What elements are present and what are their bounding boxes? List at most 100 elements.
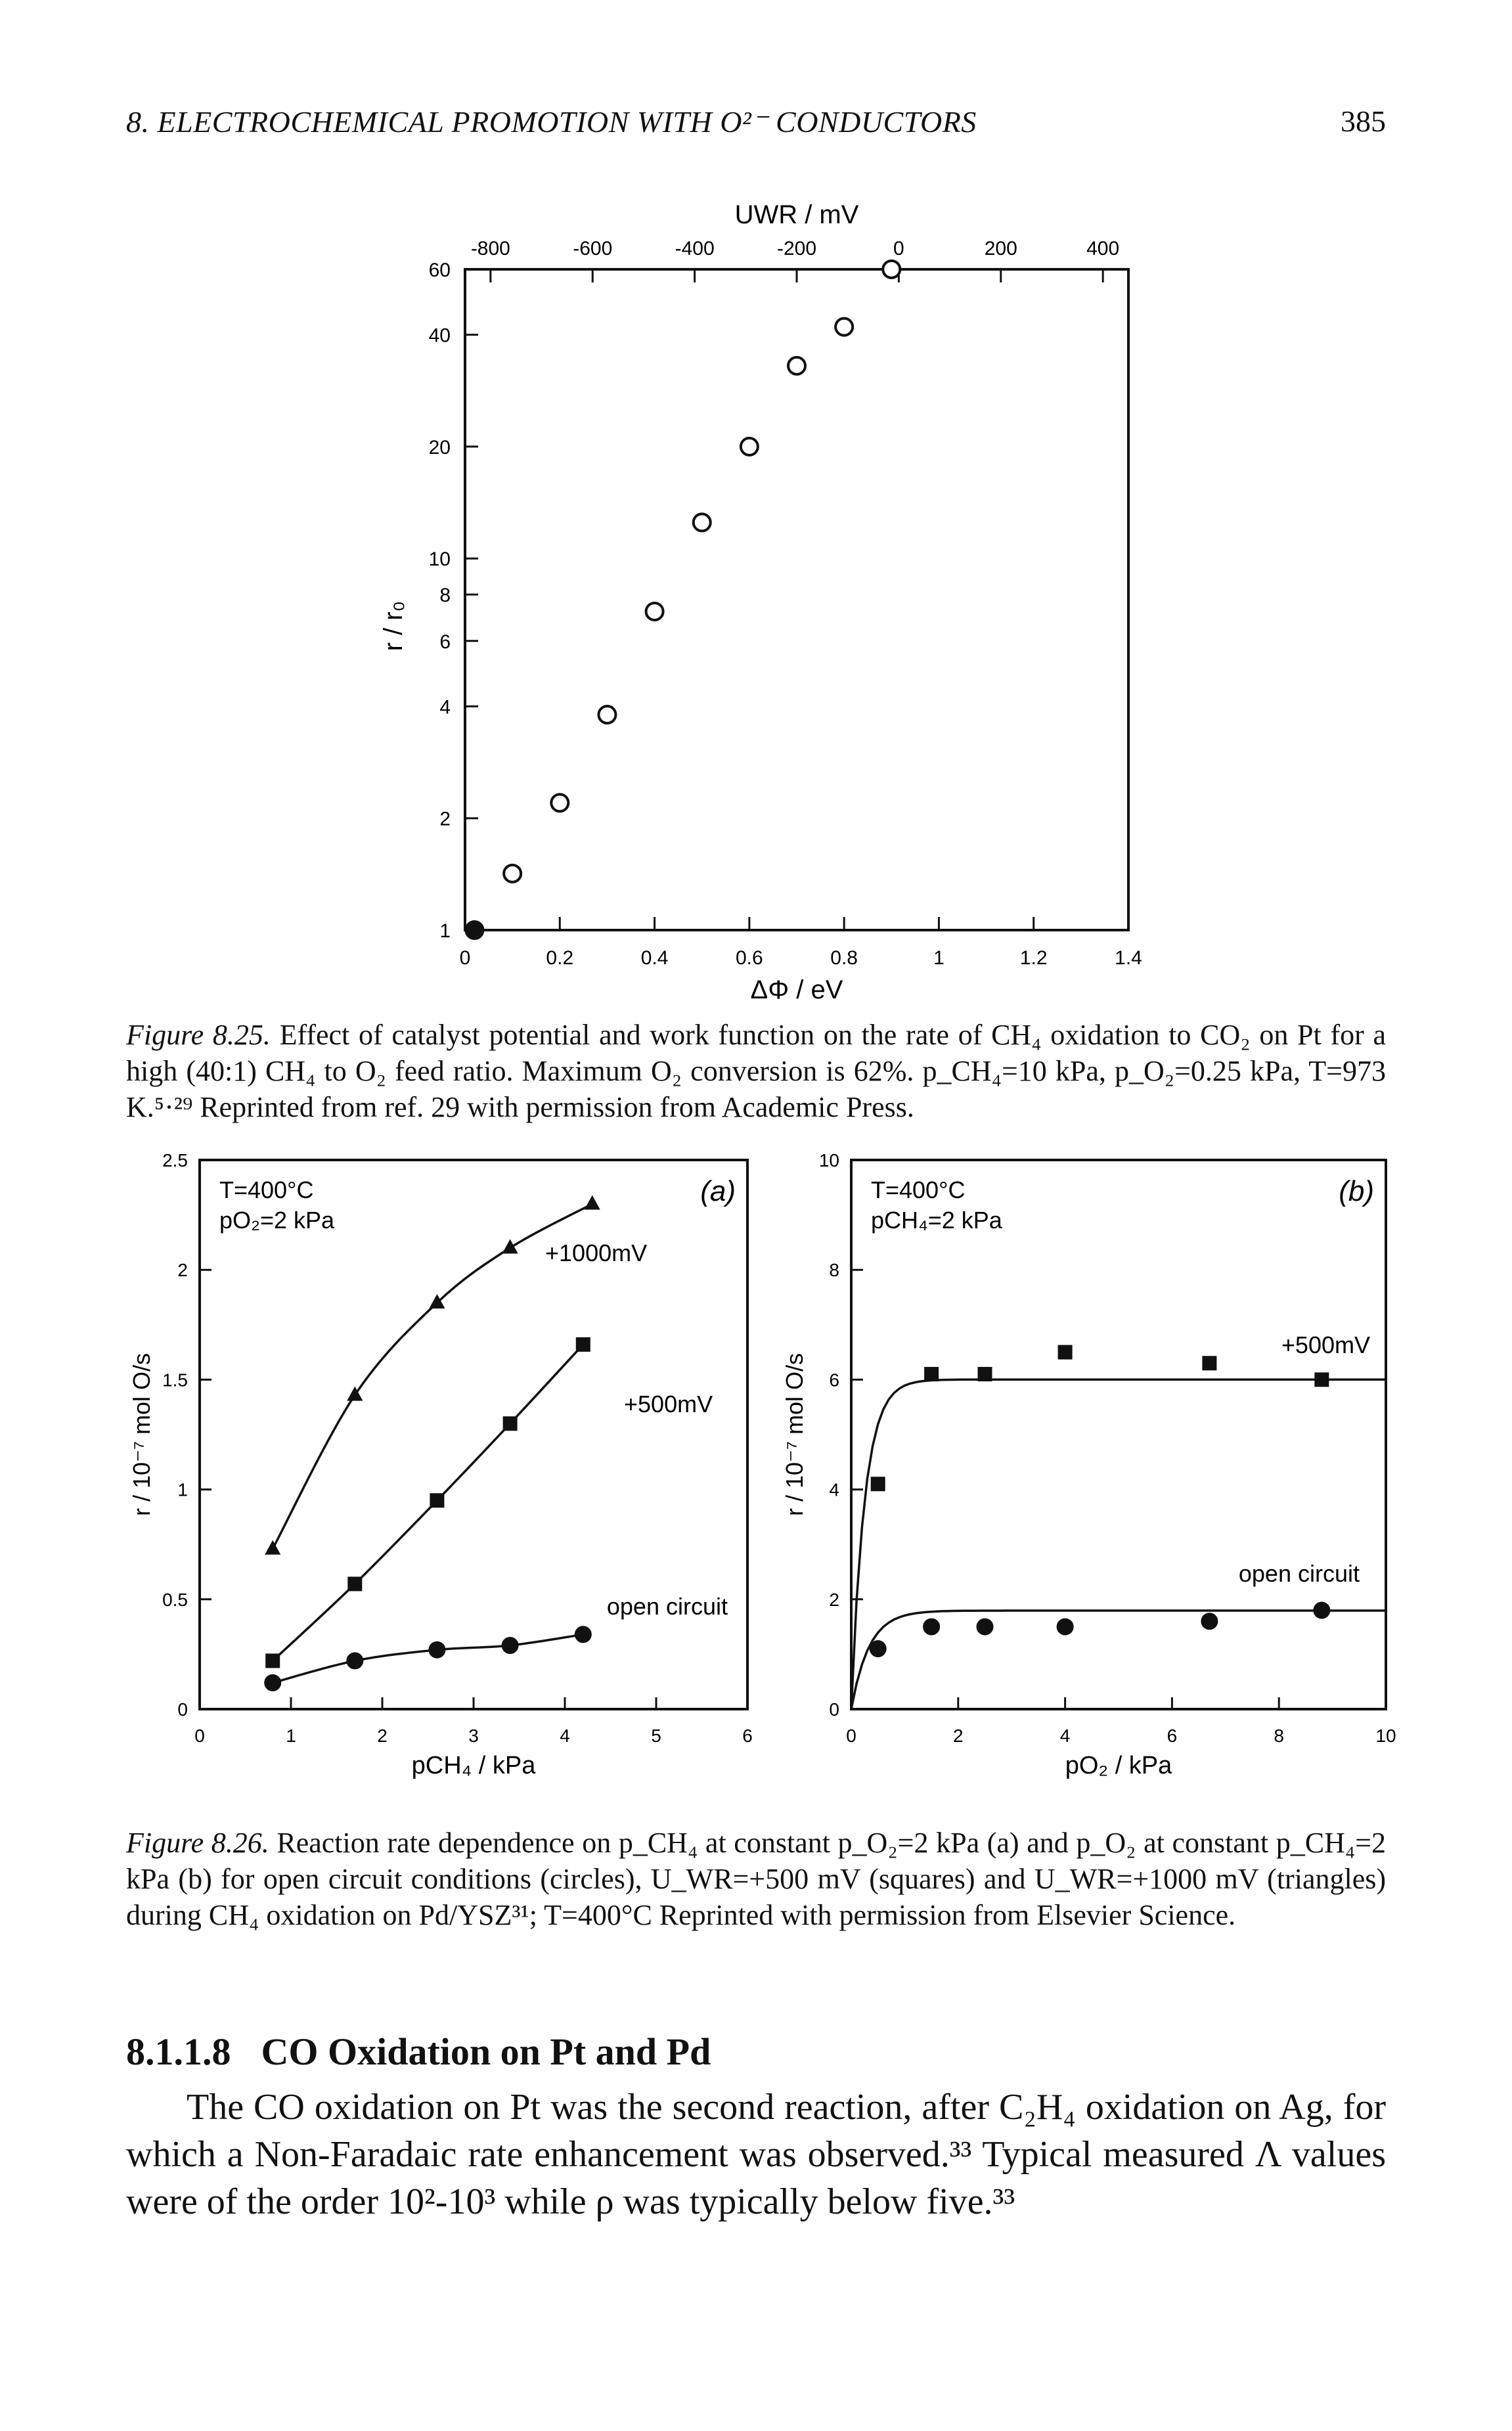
data-point (464, 920, 485, 940)
data-point-square (1057, 1345, 1073, 1360)
x-tick-label: 1 (933, 947, 945, 969)
x2-tick-label: -800 (471, 238, 510, 259)
y-tick-label: 1.5 (162, 1370, 188, 1390)
x-tick-label: 1.2 (1020, 947, 1048, 969)
data-point-square (1314, 1372, 1329, 1387)
data-point (692, 512, 712, 533)
data-point-circle (346, 1652, 364, 1670)
y-axis-label: r / 10⁻⁷ mol O/s (781, 1353, 808, 1516)
plot-frame (850, 1159, 1387, 1710)
data-point-triangle (502, 1239, 518, 1254)
data-point (597, 704, 617, 725)
data-point-triangle (265, 1540, 281, 1555)
series-curve-square (850, 1378, 1386, 1710)
figure-8-25-caption: Figure 8.25. Effect of catalyst potentia… (126, 1017, 1386, 1125)
data-point-triangle (347, 1386, 363, 1401)
y-tick-label: 6 (829, 1370, 839, 1390)
condition-pressure: pO₂=2 kPa (219, 1207, 335, 1234)
y-tick-label: 2 (439, 809, 451, 830)
y-axis-label: r / r₀ (379, 601, 408, 652)
y-tick-label: 10 (429, 548, 451, 570)
data-point-square (347, 1576, 363, 1592)
x-tick-label: 10 (1375, 1726, 1396, 1746)
condition-temperature: T=400°C (871, 1176, 965, 1203)
data-point (502, 863, 523, 883)
y-tick-label: 6 (439, 631, 451, 653)
x-tick-label: 8 (1274, 1726, 1284, 1746)
figure-8-25-label: Figure 8.25. (126, 1019, 271, 1051)
data-point (834, 317, 855, 337)
y-tick-label: 60 (429, 259, 451, 281)
x2-tick-label: -400 (675, 238, 715, 259)
y-tick-label: 10 (819, 1150, 839, 1171)
x-tick-label: 1 (286, 1726, 296, 1746)
series-curve-triangle (271, 1203, 593, 1550)
data-point-square (977, 1367, 992, 1382)
x-axis-label: pCH₄ / kPa (412, 1752, 537, 1779)
x-tick-label: 0.4 (641, 947, 669, 969)
x-axis-label: ΔΦ / eV (751, 975, 843, 1004)
data-point-circle (574, 1626, 592, 1643)
data-point (644, 601, 665, 621)
x2-tick-label: -200 (777, 238, 816, 259)
data-point-circle (1201, 1613, 1218, 1630)
x-tick-label: 0.8 (830, 947, 858, 969)
condition-pressure: pCH₄=2 kPa (871, 1207, 1003, 1234)
y-tick-label: 0.5 (162, 1590, 188, 1610)
plot-frame (198, 1159, 749, 1710)
series-label: open circuit (607, 1593, 728, 1620)
data-point-circle (1056, 1618, 1074, 1636)
data-point (550, 793, 570, 813)
y-tick-label: 0 (829, 1699, 839, 1720)
y-tick-label: 8 (439, 585, 451, 606)
data-point (787, 355, 807, 376)
x-tick-label: 1.4 (1115, 947, 1142, 969)
data-point-circle (1313, 1601, 1331, 1619)
data-point-triangle (584, 1195, 600, 1210)
series-label: +500mV (624, 1391, 713, 1417)
y-tick-label: 8 (829, 1260, 839, 1280)
y-tick-label: 20 (429, 437, 451, 458)
data-point-circle (264, 1674, 282, 1691)
y-tick-label: 2 (829, 1590, 839, 1610)
data-point-square (575, 1337, 590, 1352)
x2-tick-label: 400 (1086, 238, 1119, 259)
data-point-circle (923, 1618, 941, 1636)
x-tick-label: 0.6 (736, 947, 763, 969)
data-point-square (870, 1477, 885, 1492)
x2-axis-label: UWR / mV (735, 200, 859, 229)
series-label: +500mV (1281, 1331, 1370, 1358)
y-tick-label: 4 (829, 1480, 839, 1500)
section-number: 8.1.1.8 (126, 2030, 231, 2073)
x-tick-label: 0 (194, 1726, 205, 1746)
y-tick-label: 40 (429, 325, 451, 347)
x-axis-label: pO₂ / kPa (1065, 1752, 1172, 1779)
y-tick-label: 1 (177, 1480, 188, 1500)
data-point-square (1202, 1356, 1217, 1371)
body-paragraph: The CO oxidation on Pt was the second re… (126, 2087, 1386, 2222)
x-tick-label: 6 (1167, 1726, 1178, 1746)
data-point-circle (428, 1641, 446, 1659)
x-tick-label: 0 (846, 1726, 856, 1746)
figure-8-25-caption-text: Effect of catalyst potential and work fu… (126, 1019, 1387, 1123)
x-tick-label: 0 (460, 947, 471, 969)
x-tick-label: 3 (468, 1726, 479, 1746)
data-point-circle (501, 1637, 519, 1655)
data-point-square (502, 1416, 518, 1431)
section-heading: 8.1.1.8 CO Oxidation on Pt and Pd (126, 2030, 711, 2074)
running-title: 8. ELECTROCHEMICAL PROMOTION WITH O²⁻ CO… (126, 105, 977, 139)
data-point-circle (869, 1640, 887, 1658)
x2-tick-label: 200 (985, 238, 1017, 259)
y-tick-label: 2 (177, 1260, 188, 1280)
panel-label: (b) (1339, 1175, 1374, 1207)
data-point (739, 436, 759, 457)
x-tick-label: 6 (742, 1726, 753, 1746)
section-title: CO Oxidation on Pt and Pd (261, 2030, 711, 2073)
condition-temperature: T=400°C (219, 1176, 313, 1203)
series-label: +1000mV (545, 1239, 647, 1266)
x-tick-label: 4 (560, 1726, 570, 1746)
